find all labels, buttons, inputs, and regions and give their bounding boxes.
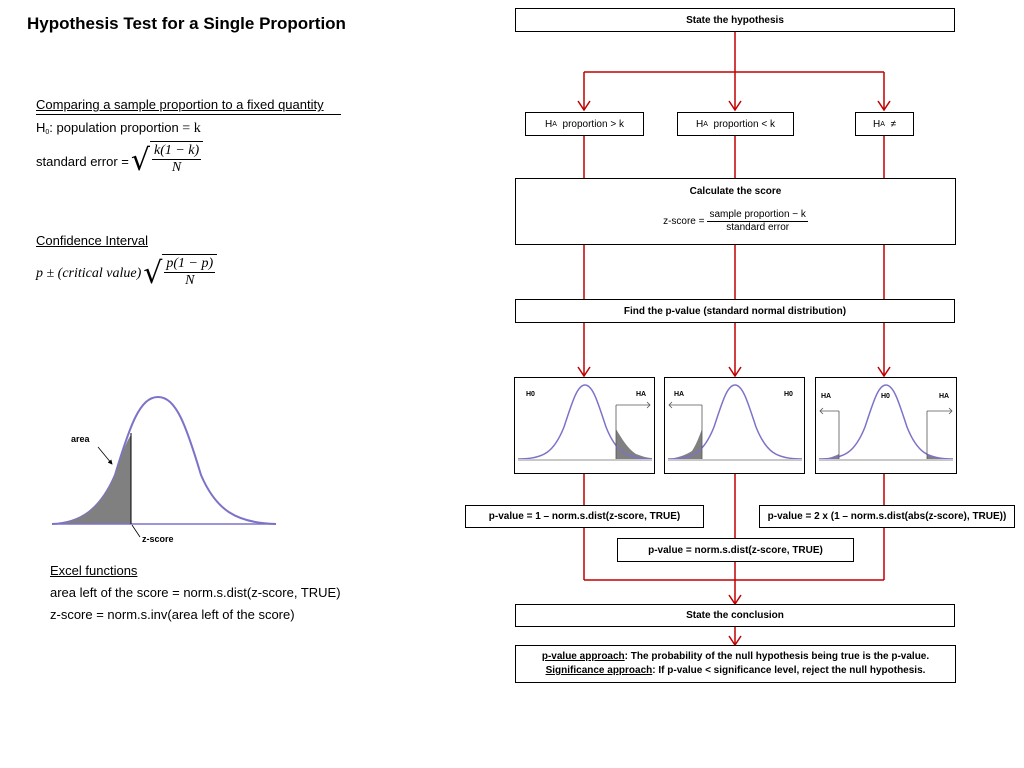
se-denominator: N xyxy=(171,160,182,176)
page-title: Hypothesis Test for a Single Proportion xyxy=(27,14,346,33)
h0-statement: H0: population proportion = k xyxy=(36,120,201,137)
state-conclusion-label: State the conclusion xyxy=(686,610,784,621)
right-tail-plot: H0 HA xyxy=(514,377,655,474)
ha-less-text: proportion < k xyxy=(713,118,775,130)
plot2-left-label: HA xyxy=(674,391,684,398)
se-label: standard error = xyxy=(36,153,129,169)
z-score-formula: z-score = sample proportion − k standard… xyxy=(663,209,808,233)
find-pvalue-box: Find the p-value (standard normal distri… xyxy=(515,299,955,323)
ci-radical: √ p(1 − p) N xyxy=(143,254,218,294)
significance-approach-label: Significance approach xyxy=(545,665,653,676)
state-hypothesis-box: State the hypothesis xyxy=(515,8,955,32)
excel-line-2: z-score = norm.s.inv(area left of the sc… xyxy=(50,607,295,622)
pvalue-left-box: p-value = norm.s.dist(z-score, TRUE) xyxy=(617,538,854,562)
se-fraction: k(1 − k) N xyxy=(149,141,204,181)
pvalue-left-label: p-value = norm.s.dist(z-score, TRUE) xyxy=(648,544,823,556)
pvalue-two-tail-box: p-value = 2 x (1 – norm.s.dist(abs(z-sco… xyxy=(759,505,1015,528)
plot1-right-label: HA xyxy=(636,391,646,398)
plot2-right-label: H0 xyxy=(784,391,793,398)
plot3-center-label: H0 xyxy=(881,393,890,400)
h0-symbol: H xyxy=(36,120,46,135)
ha-neq-sub: A xyxy=(880,120,885,128)
plot3-left-label: HA xyxy=(821,393,831,400)
ha-less-h: H xyxy=(696,118,704,130)
curve-line xyxy=(51,395,277,525)
pvalue-approach-text: : The probability of the null hypothesis… xyxy=(624,651,930,662)
left-tail-plot: HA H0 xyxy=(664,377,805,474)
state-hypothesis-label: State the hypothesis xyxy=(686,14,784,26)
h0-text: : population proportion xyxy=(49,120,179,135)
significance-approach-line: Significance approach: If p-value < sign… xyxy=(546,664,926,678)
pvalue-right-label: p-value = 1 – norm.s.dist(z-score, TRUE) xyxy=(488,511,681,522)
sqrt-icon: √ xyxy=(143,256,163,291)
two-tail-plot: HA H0 HA xyxy=(815,377,957,474)
calculate-score-title: Calculate the score xyxy=(689,186,782,197)
h0-subscript: 0 xyxy=(45,129,50,136)
ci-formula: p ± (critical value) √ p(1 − p) N xyxy=(36,254,218,294)
pvalue-approach-label: p-value approach xyxy=(541,651,625,662)
shaded-area xyxy=(52,435,131,524)
se-radical: √ k(1 − k) N xyxy=(130,141,204,181)
plot3-right-label: HA xyxy=(939,393,949,400)
plot1-left-label: H0 xyxy=(526,391,535,398)
calculate-score-box: Calculate the score z-score = sample pro… xyxy=(515,178,956,245)
find-pvalue-label: Find the p-value (standard normal distri… xyxy=(623,305,847,317)
ha-less-sub: A xyxy=(703,120,708,128)
z-score-label: z-score = xyxy=(663,215,705,227)
ha-greater-h: H xyxy=(545,118,553,130)
approach-box: p-value approach: The probability of the… xyxy=(515,645,956,683)
se-numerator: k(1 − k) xyxy=(151,143,202,161)
ci-prefix: p ± (critical value) xyxy=(36,266,142,281)
area-label: area xyxy=(71,434,91,444)
comparing-underline xyxy=(36,114,341,115)
excel-heading: Excel functions xyxy=(50,563,138,578)
state-conclusion-box: State the conclusion xyxy=(515,604,955,627)
pvalue-right-box: p-value = 1 – norm.s.dist(z-score, TRUE) xyxy=(465,505,704,528)
ha-neq-text: ≠ xyxy=(890,118,896,130)
pvalue-approach-line: p-value approach: The probability of the… xyxy=(542,650,929,664)
z-score-fraction: sample proportion − k standard error xyxy=(707,209,808,233)
comparing-heading: Comparing a sample proportion to a fixed… xyxy=(36,97,324,112)
ha-greater-text: proportion > k xyxy=(562,118,624,130)
ci-fraction: p(1 − p) N xyxy=(162,254,218,294)
h0-equals: = k xyxy=(182,121,201,136)
ci-heading: Confidence Interval xyxy=(36,233,149,248)
ci-numerator: p(1 − p) xyxy=(164,256,216,274)
z-denominator: standard error xyxy=(726,221,790,233)
standard-error-formula: standard error = √ k(1 − k) N xyxy=(36,141,204,181)
ha-greater-sub: A xyxy=(552,120,557,128)
area-arrow xyxy=(97,446,113,465)
excel-line-1: area left of the score = norm.s.dist(z-s… xyxy=(50,585,341,600)
pvalue-two-tail-label: p-value = 2 x (1 – norm.s.dist(abs(z-sco… xyxy=(767,511,1007,522)
normal-curve-diagram: area z-score xyxy=(51,395,277,544)
ci-denominator: N xyxy=(185,273,195,289)
z-score-label: z-score xyxy=(142,534,174,544)
ha-neq-h: H xyxy=(873,118,881,130)
sqrt-icon: √ xyxy=(130,143,150,178)
significance-approach-text: : If p-value < significance level, rejec… xyxy=(652,665,926,676)
z-leader xyxy=(131,524,141,538)
z-numerator: sample proportion − k xyxy=(707,209,808,222)
